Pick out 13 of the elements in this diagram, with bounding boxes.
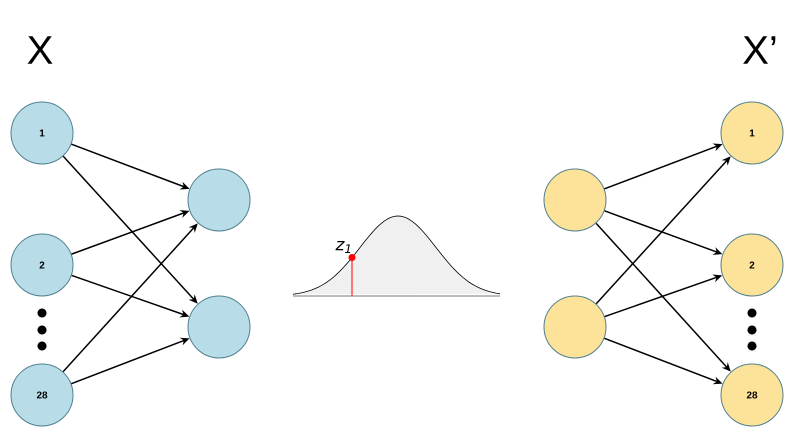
- circle-node: 28: [10, 364, 74, 426]
- circle-node: 2: [720, 234, 784, 296]
- empty-circle-node: [544, 168, 606, 232]
- circle-node: 28: [720, 364, 784, 426]
- variable-label: z$_{1}$: [335, 240, 350, 253]
- empty-circle-node: [544, 296, 606, 358]
- circle-node: 2: [10, 234, 74, 296]
- empty-circle-node: [188, 296, 250, 358]
- circle-node: 1: [10, 102, 74, 164]
- empty-circle-node: [188, 168, 250, 232]
- circle-node: 1: [720, 102, 784, 164]
- heading-label: X: [28, 36, 52, 64]
- heading-label: X’: [743, 36, 776, 64]
